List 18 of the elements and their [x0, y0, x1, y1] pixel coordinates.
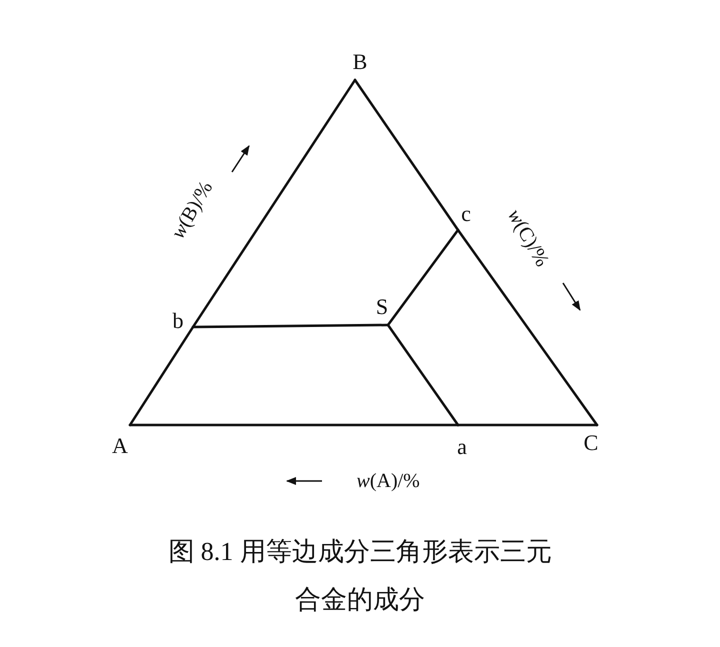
point-label: c [461, 203, 471, 225]
point-label: b [172, 310, 184, 332]
point-label: A [112, 435, 128, 457]
line [128, 424, 460, 426]
line [456, 424, 598, 426]
line [128, 326, 194, 426]
line [386, 324, 460, 426]
line [386, 228, 460, 326]
point-label: a [457, 436, 467, 458]
figure-caption: 图 8.1 用等边成分三角形表示三元合金的成分 [167, 536, 553, 616]
line [192, 78, 356, 328]
line [456, 228, 598, 426]
point-label: B [352, 51, 368, 73]
line [354, 78, 460, 232]
line [192, 324, 390, 328]
point-label: C [584, 432, 598, 454]
point-label: S [376, 296, 388, 318]
axis-label: w(A)/% [356, 470, 420, 492]
